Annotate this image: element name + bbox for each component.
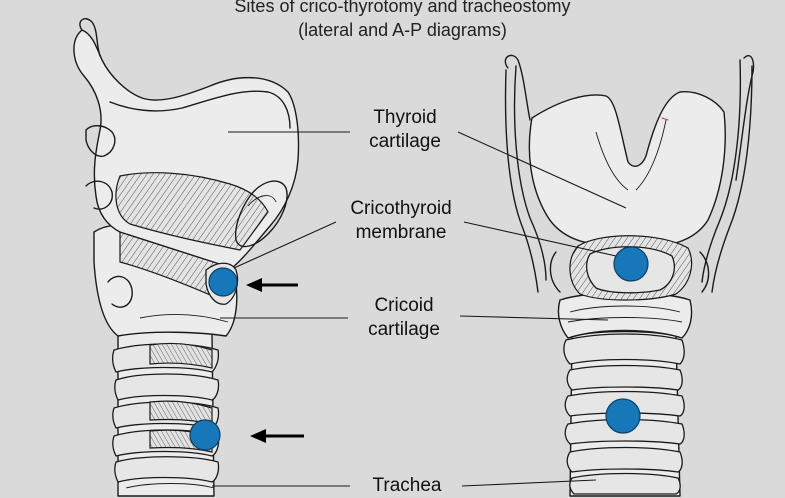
label-trachea: Trachea bbox=[354, 474, 460, 498]
diagram-subtitle: (lateral and A-P diagrams) bbox=[10, 20, 785, 41]
label-thyroid-cartilage: Thyroid cartilage bbox=[355, 106, 455, 154]
lateral-trachea bbox=[113, 328, 219, 496]
label-cricoid-line1: Cricoid bbox=[350, 294, 458, 318]
lateral-view bbox=[74, 19, 304, 496]
diagram-title: Sites of crico-thyrotomy and tracheostom… bbox=[10, 0, 785, 17]
ap-cricothyrotomy-site bbox=[614, 247, 648, 281]
label-thyroid-line1: Thyroid bbox=[355, 106, 455, 130]
arrow-left-icon bbox=[246, 278, 298, 292]
label-cricothyroid-membrane: Cricothyroid membrane bbox=[336, 197, 466, 245]
label-membrane-line1: Cricothyroid bbox=[336, 197, 466, 221]
arrow-left-icon bbox=[250, 429, 304, 443]
lateral-tracheostomy-site bbox=[190, 420, 220, 450]
label-membrane-line2: membrane bbox=[336, 221, 466, 245]
lateral-cricothyrotomy-site bbox=[209, 268, 237, 296]
ap-tracheostomy-site bbox=[606, 399, 640, 433]
label-cricoid-line2: cartilage bbox=[350, 318, 458, 342]
label-cricoid-cartilage: Cricoid cartilage bbox=[350, 294, 458, 342]
label-thyroid-line2: cartilage bbox=[355, 130, 455, 154]
ap-view bbox=[505, 55, 753, 496]
